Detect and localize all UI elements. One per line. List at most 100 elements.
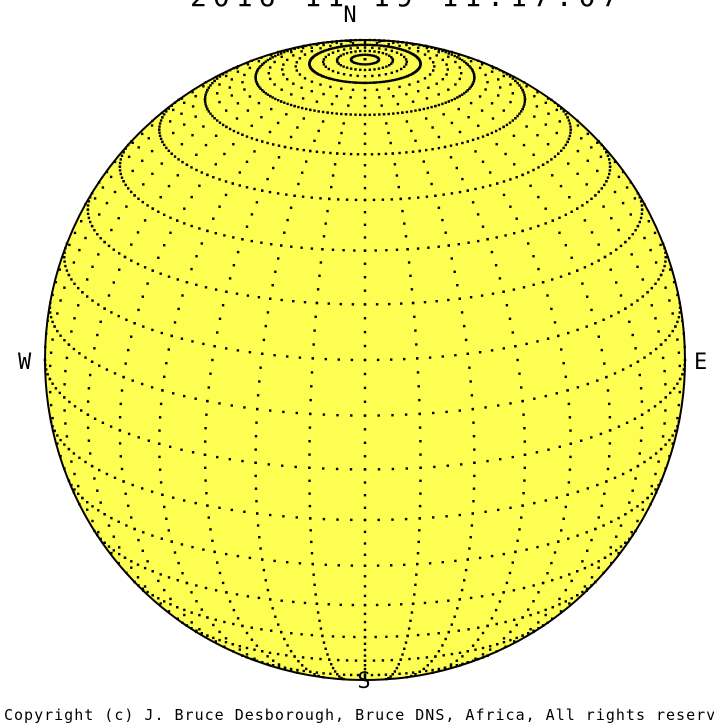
grid-dot — [620, 524, 622, 526]
grid-dot — [326, 210, 328, 212]
grid-dot — [225, 637, 227, 639]
grid-dot — [591, 576, 593, 578]
grid-dot — [316, 151, 318, 153]
grid-dot — [59, 268, 61, 270]
grid-dot — [491, 555, 493, 557]
grid-dot — [382, 52, 384, 54]
grid-dot — [206, 174, 208, 176]
grid-dot — [467, 89, 469, 91]
grid-dot — [634, 347, 636, 349]
grid-dot — [382, 199, 384, 201]
grid-dot — [434, 195, 436, 197]
grid-dot — [229, 69, 231, 71]
grid-dot — [205, 492, 207, 494]
grid-dot — [312, 69, 314, 71]
grid-dot — [247, 595, 249, 597]
grid-dot — [322, 672, 324, 674]
grid-dot — [601, 144, 603, 146]
grid-dot — [651, 485, 653, 487]
grid-dot — [550, 158, 552, 160]
grid-dot — [376, 89, 378, 91]
grid-dot — [568, 138, 570, 140]
grid-dot — [273, 560, 275, 562]
grid-dot — [55, 387, 57, 389]
grid-dot — [198, 185, 200, 187]
grid-dot — [87, 414, 89, 416]
grid-dot — [225, 126, 227, 128]
grid-dot — [447, 600, 449, 602]
grid-dot — [662, 357, 664, 359]
grid-dot — [560, 348, 562, 350]
grid-dot — [345, 81, 347, 83]
grid-dot — [448, 631, 450, 633]
grid-dot — [151, 120, 153, 122]
grid-dot — [425, 117, 427, 119]
east-label: E — [694, 352, 707, 374]
grid-dot — [144, 585, 146, 587]
grid-dot — [343, 153, 345, 155]
grid-dot — [568, 602, 570, 604]
grid-dot — [598, 567, 600, 569]
grid-dot — [622, 368, 624, 370]
grid-dot — [566, 494, 568, 496]
grid-dot — [596, 170, 598, 172]
grid-dot — [251, 60, 253, 62]
grid-dot — [51, 338, 53, 340]
grid-dot — [364, 236, 366, 238]
grid-dot — [336, 152, 338, 154]
grid-dot — [361, 54, 363, 56]
grid-dot — [309, 59, 311, 61]
grid-dot — [390, 80, 392, 82]
grid-dot — [125, 184, 127, 186]
grid-dot — [186, 582, 188, 584]
grid-dot — [304, 602, 306, 604]
grid-dot — [512, 561, 514, 563]
grid-dot — [503, 109, 505, 111]
grid-dot — [45, 333, 47, 335]
grid-dot — [73, 317, 75, 319]
grid-dot — [499, 128, 501, 130]
grid-dot — [285, 193, 287, 195]
grid-dot — [102, 186, 104, 188]
grid-dot — [557, 540, 559, 542]
grid-dot — [265, 325, 267, 327]
grid-dot — [157, 211, 159, 213]
grid-dot — [366, 63, 368, 65]
grid-dot — [297, 47, 299, 49]
grid-dot — [558, 232, 560, 234]
grid-dot — [325, 564, 327, 566]
grid-dot — [103, 241, 105, 243]
grid-dot — [524, 101, 526, 103]
grid-dot — [323, 641, 325, 643]
grid-dot — [412, 603, 414, 605]
grid-dot — [596, 484, 598, 486]
grid-dot — [417, 247, 419, 249]
grid-dot — [118, 562, 120, 564]
grid-dot — [569, 429, 571, 431]
grid-dot — [137, 564, 139, 566]
grid-dot — [97, 303, 99, 305]
grid-dot — [642, 278, 644, 280]
grid-dot — [521, 230, 523, 232]
grid-dot — [424, 77, 426, 79]
grid-dot — [418, 385, 420, 387]
grid-dot — [442, 561, 444, 563]
grid-dot — [269, 95, 271, 97]
grid-dot — [417, 371, 419, 373]
grid-dot — [108, 545, 110, 547]
grid-dot — [209, 113, 211, 115]
grid-dot — [284, 146, 286, 148]
grid-dot — [302, 196, 304, 198]
grid-dot — [512, 92, 514, 94]
grid-dot — [68, 448, 70, 450]
grid-dot — [222, 582, 224, 584]
grid-dot — [181, 161, 183, 163]
grid-dot — [369, 54, 371, 56]
grid-dot — [158, 132, 160, 134]
grid-dot — [385, 249, 387, 251]
grid-dot — [89, 196, 91, 198]
grid-dot — [132, 379, 134, 381]
grid-dot — [181, 143, 183, 145]
grid-dot — [180, 113, 182, 115]
grid-dot — [84, 203, 86, 205]
